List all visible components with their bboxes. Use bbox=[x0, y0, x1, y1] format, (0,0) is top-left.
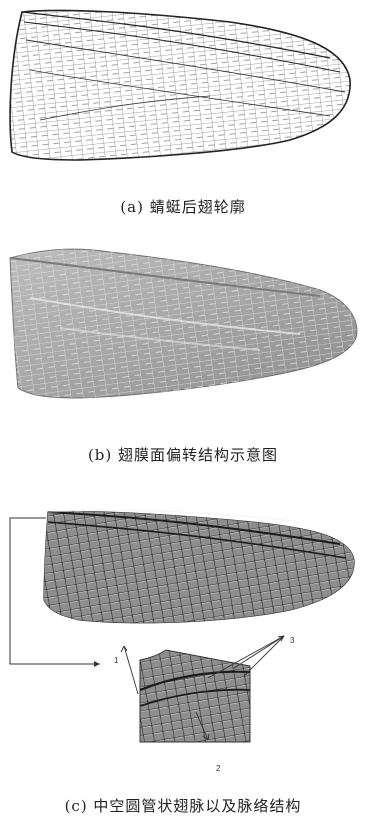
callout-label-3: 3 bbox=[290, 636, 295, 645]
membrane-deflection-diagram bbox=[0, 238, 366, 418]
callout-label-1: 1 bbox=[114, 656, 119, 665]
caption-b: (b) 翅膜面偏转结构示意图 bbox=[0, 444, 366, 465]
wing-b-shape bbox=[0, 238, 366, 418]
wing-outline-drawing bbox=[0, 0, 366, 190]
wing-a-shape bbox=[0, 0, 366, 190]
caption-a: (a) 蜻蜓后翅轮廓 bbox=[0, 196, 366, 217]
callout-label-2: 2 bbox=[216, 764, 221, 773]
caption-c: (c) 中空圆管状翅脉以及脉络结构 bbox=[0, 795, 366, 816]
tubular-vein-diagram: 1 2 3 bbox=[0, 500, 366, 780]
